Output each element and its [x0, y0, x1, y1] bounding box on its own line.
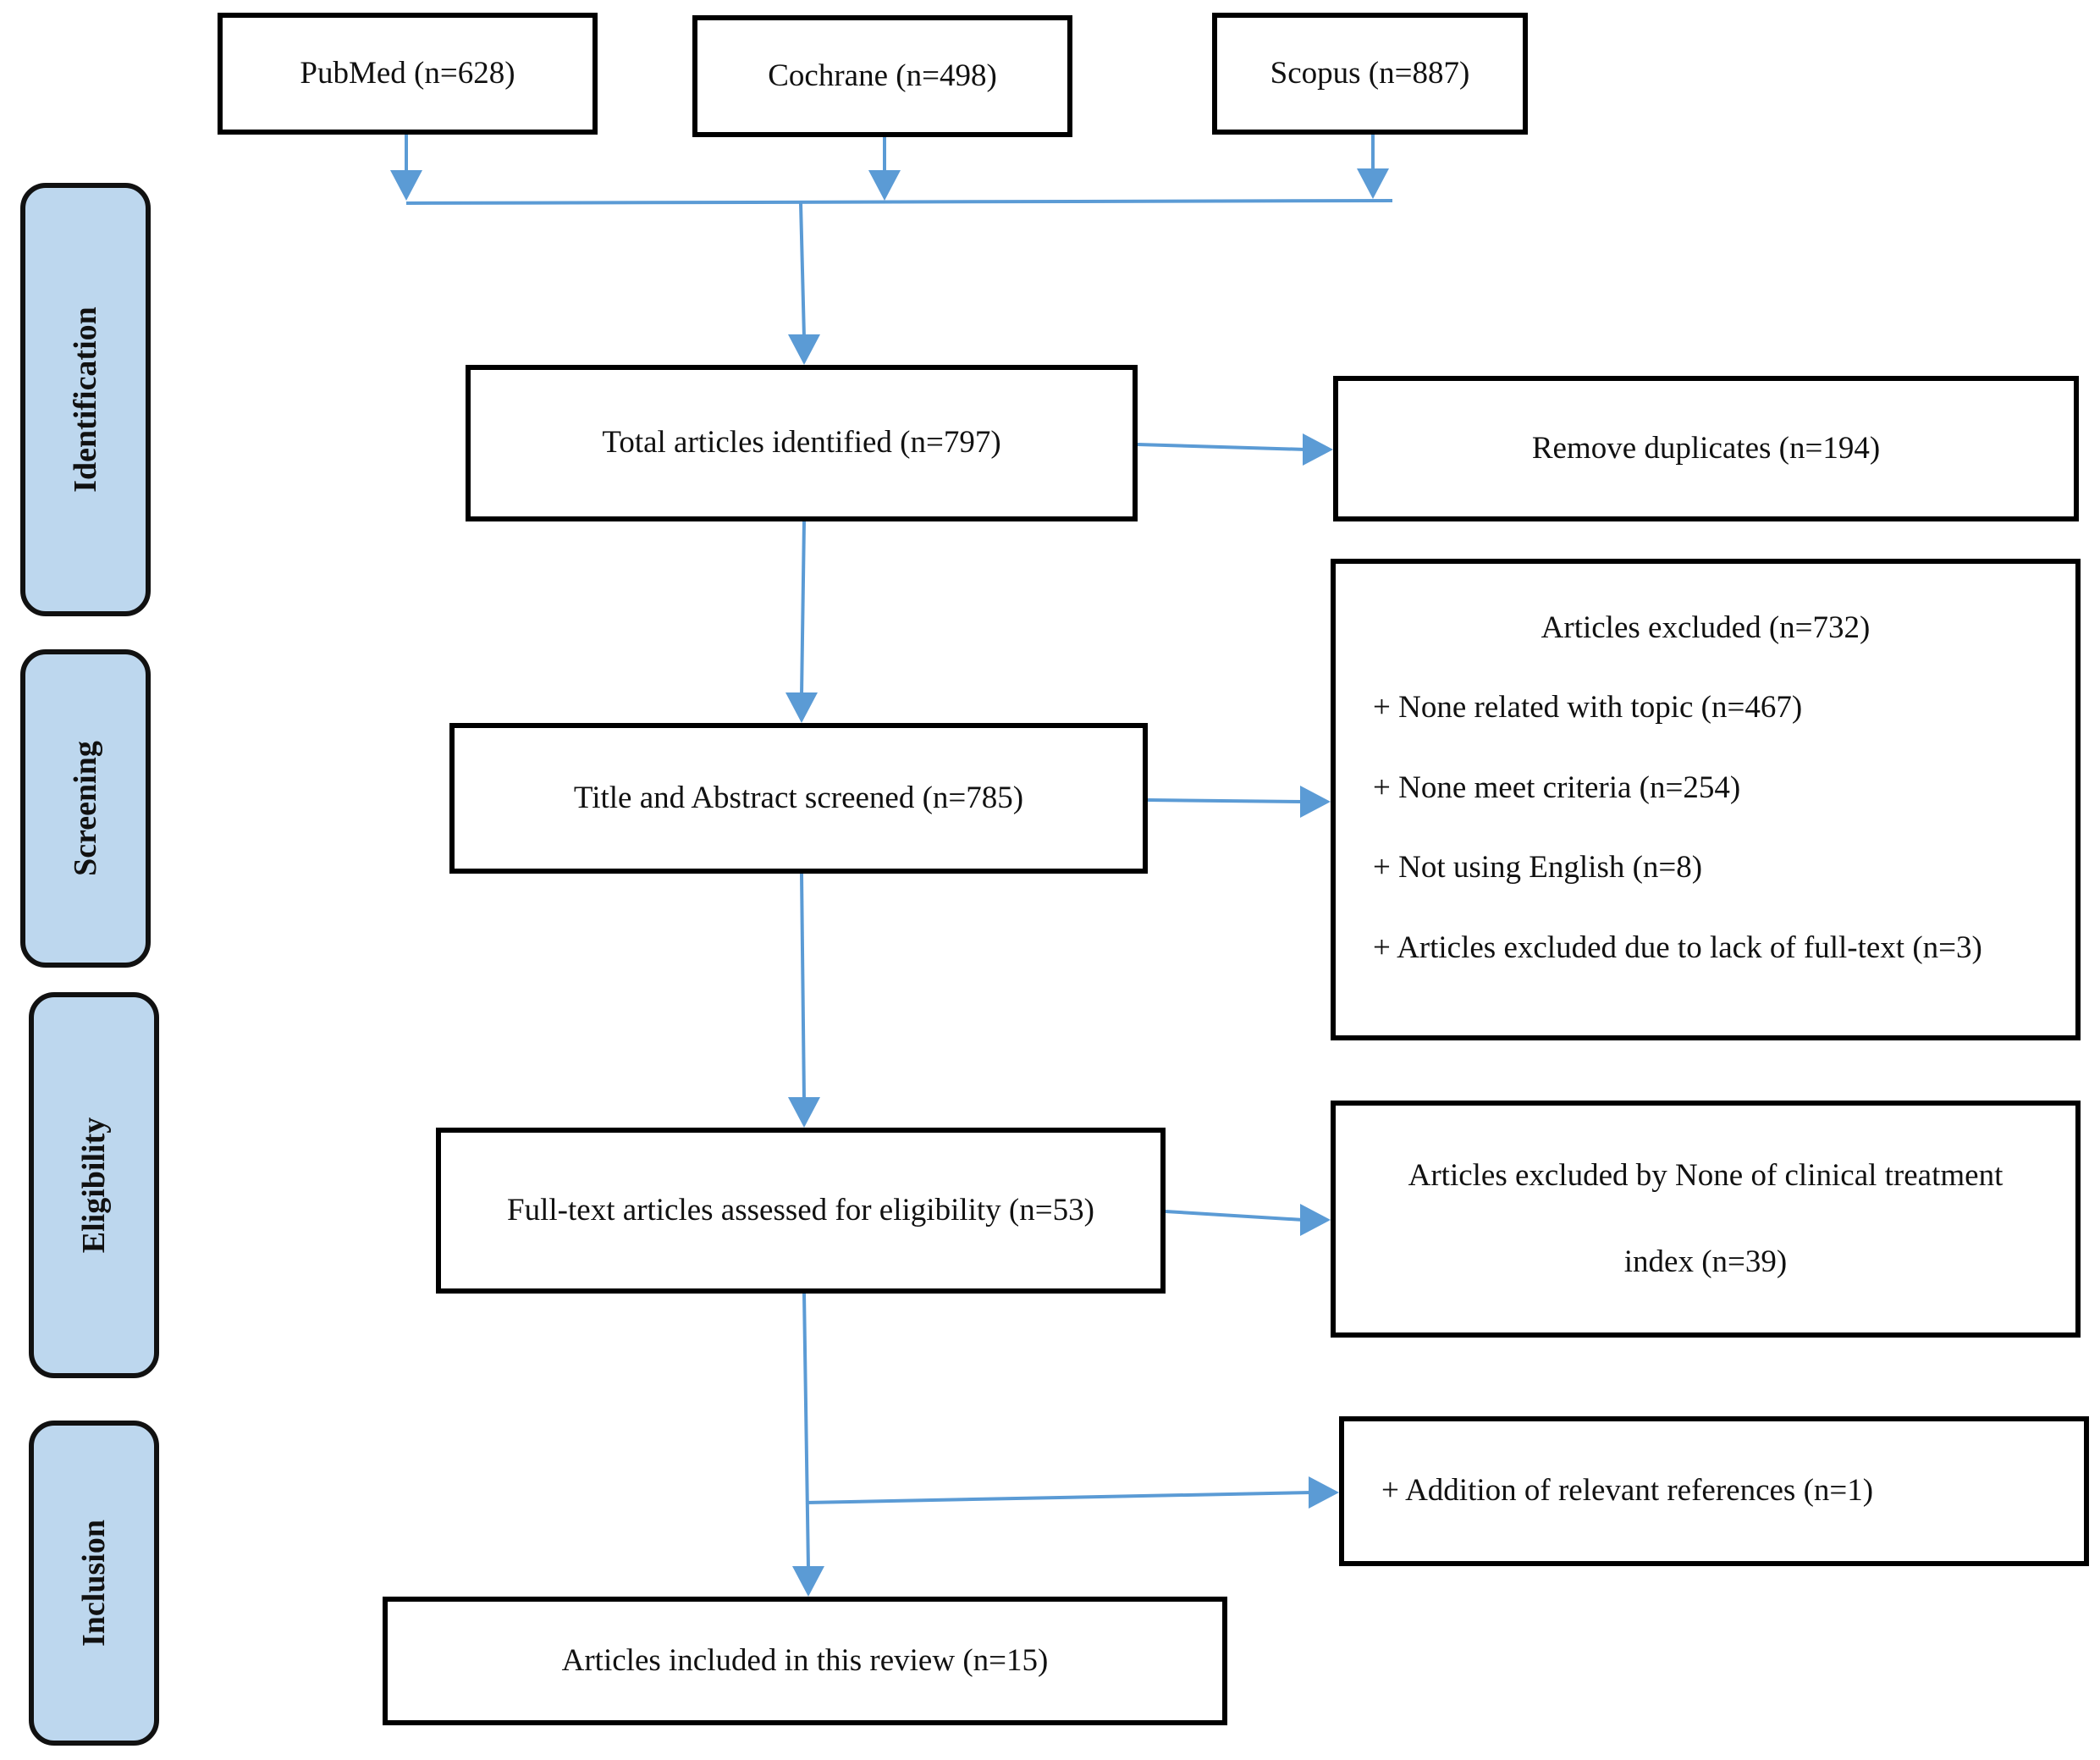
arrow-to-excluded-line: [1147, 798, 1304, 803]
arrow-to-assessed-head: [788, 1097, 820, 1128]
excluded-item: + None meet criteria (n=254): [1373, 770, 1741, 805]
source-label-cochrane: Cochrane (n=498): [768, 58, 997, 93]
stage-label-identification: Identification: [68, 306, 103, 493]
arrow-to-included-line: [802, 1293, 810, 1570]
stage-identification: Identification: [20, 183, 151, 616]
stage-label-inclusion: Inclusion: [76, 1520, 112, 1647]
arrow-to-screened-head: [785, 692, 818, 723]
source-label-pubmed: PubMed (n=628): [300, 55, 515, 91]
included-box: Articles included in this review (n=15): [383, 1597, 1227, 1725]
source-box-scopus: Scopus (n=887): [1212, 13, 1528, 135]
arrow-cochrane-head: [868, 170, 901, 201]
arrow-to-excluded-eligibility-head: [1300, 1204, 1331, 1236]
excluded-item: + Not using English (n=8): [1373, 850, 1703, 886]
source-box-cochrane: Cochrane (n=498): [692, 15, 1072, 137]
excluded-item: + None related with topic (n=467): [1373, 690, 1803, 726]
stage-eligibility: Eligibility: [29, 992, 159, 1378]
stage-screening: Screening: [20, 649, 151, 968]
assessed-label: Full-text articles assessed for eligibil…: [507, 1192, 1094, 1228]
addition-box: + Addition of relevant references (n=1): [1339, 1416, 2089, 1566]
arrow-to-excluded-eligibility-line: [1165, 1210, 1304, 1222]
source-label-scopus: Scopus (n=887): [1270, 55, 1470, 91]
excluded-box: Articles excluded (n=732) + None related…: [1331, 559, 2081, 1040]
arrow-to-addition-head: [1309, 1476, 1339, 1509]
assessed-box: Full-text articles assessed for eligibil…: [436, 1128, 1166, 1294]
excluded-eligibility-label: Articles excluded by None of clinical tr…: [1408, 1158, 2004, 1279]
excluded-title: Articles excluded (n=732): [1541, 610, 1871, 645]
arrow-to-duplicates-head: [1303, 433, 1333, 466]
screened-label: Title and Abstract screened (n=785): [573, 780, 1024, 815]
arrow-to-included-head: [792, 1566, 824, 1597]
excluded-eligibility-box: Articles excluded by None of clinical tr…: [1331, 1101, 2081, 1338]
stage-label-screening: Screening: [68, 741, 103, 876]
arrow-pubmed-head: [390, 170, 422, 201]
stage-label-eligibility: Eligibility: [76, 1117, 112, 1254]
addition-label: + Addition of relevant references (n=1): [1381, 1473, 1874, 1509]
source-box-pubmed: PubMed (n=628): [218, 13, 598, 135]
merge-line: [405, 199, 1393, 205]
identified-box: Total articles identified (n=797): [466, 365, 1138, 521]
duplicates-box: Remove duplicates (n=194): [1333, 376, 2079, 521]
arrow-to-identified-head: [788, 334, 820, 365]
arrow-scopus-head: [1357, 168, 1389, 199]
arrow-to-identified-line: [799, 202, 806, 339]
identified-label: Total articles identified (n=797): [602, 425, 1001, 461]
arrow-to-addition-line: [805, 1491, 1313, 1504]
arrow-to-screened-line: [800, 521, 806, 697]
arrow-to-assessed-line: [800, 873, 806, 1101]
arrow-to-excluded-head: [1300, 786, 1331, 818]
arrow-to-duplicates-line: [1137, 443, 1307, 451]
stage-inclusion: Inclusion: [29, 1421, 159, 1746]
screened-box: Title and Abstract screened (n=785): [449, 723, 1148, 874]
excluded-item: + Articles excluded due to lack of full-…: [1373, 930, 1982, 965]
included-label: Articles included in this review (n=15): [561, 1642, 1049, 1678]
duplicates-label: Remove duplicates (n=194): [1531, 430, 1881, 466]
